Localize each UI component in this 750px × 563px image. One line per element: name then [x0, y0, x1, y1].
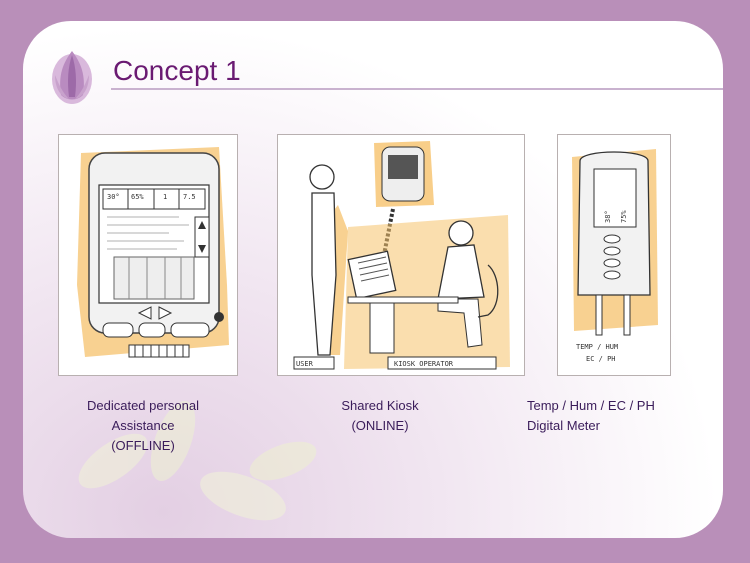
- meter-label-ec-ph: EC / PH: [586, 355, 616, 363]
- caption-line: (ONLINE): [351, 418, 409, 433]
- meter-reading-hum: 75%: [620, 210, 628, 223]
- caption-line: Dedicated personal: [86, 398, 200, 413]
- reading-ec: 1: [163, 193, 167, 201]
- reading-temp: 30°: [107, 193, 120, 201]
- label-kiosk-operator: KIOSK OPERATOR: [394, 360, 454, 368]
- caption-line: Shared Kiosk: [341, 398, 419, 413]
- sketch-shared-kiosk: USER KIOSK OPERATOR: [277, 134, 525, 376]
- meter-reading-temp: 38°: [604, 210, 612, 223]
- tulip-logo-icon: [52, 51, 92, 104]
- caption-shared-kiosk: Shared Kiosk (ONLINE): [330, 396, 430, 436]
- meter-label-temp-hum: TEMP / HUM: [576, 343, 618, 351]
- caption-line: Temp / Hum / EC / PH: [527, 398, 655, 413]
- caption-line: Assistance: [111, 418, 175, 433]
- sketch-digital-meter: 38° 75% TEMP / HUM EC / PH: [557, 134, 671, 376]
- reading-ph: 7.5: [183, 193, 196, 201]
- leaf-decoration: [78, 401, 317, 521]
- title-divider: [111, 88, 723, 90]
- caption-line: Digital Meter: [527, 418, 600, 433]
- slide-title: Concept 1: [113, 55, 241, 86]
- sketch-handheld-device: 30° 65% 1 7.5: [58, 134, 238, 376]
- label-user: USER: [296, 360, 314, 368]
- caption-digital-meter: Temp / Hum / EC / PH Digital Meter: [527, 396, 697, 436]
- caption-dedicated-assistance: Dedicated personal Assistance (OFFLINE): [58, 396, 228, 456]
- caption-line: (OFFLINE): [111, 438, 175, 453]
- reading-hum: 65%: [131, 193, 144, 201]
